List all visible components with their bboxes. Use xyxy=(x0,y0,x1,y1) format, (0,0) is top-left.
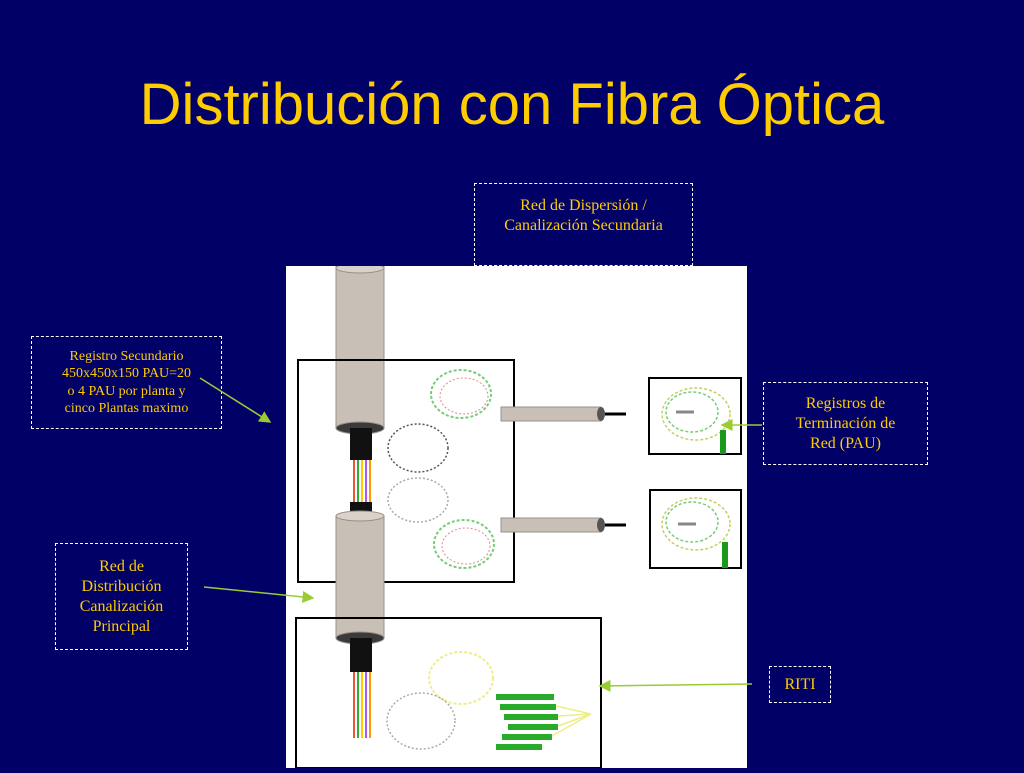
label-registro-secundario: Registro Secundario 450x450x150 PAU=20 o… xyxy=(31,336,222,429)
fiber-coils-upper xyxy=(387,369,495,569)
label-line: Canalización Secundaria xyxy=(504,217,663,234)
label-line: o 4 PAU por planta y xyxy=(67,383,186,399)
fiber-coils-riti xyxy=(386,651,494,750)
label-registros-pau: Registros de Terminación de Red (PAU) xyxy=(763,382,928,465)
fiber-diagram xyxy=(286,262,747,769)
label-line: Red (PAU) xyxy=(810,434,881,452)
label-riti: RITI xyxy=(769,666,831,703)
fiber-diagram-drawing xyxy=(295,262,742,769)
label-line: cinco Plantas maximo xyxy=(64,401,189,416)
label-line: Distribución xyxy=(81,577,162,595)
page-title: Distribución con Fibra Óptica xyxy=(139,72,885,137)
splice-connectors xyxy=(496,694,592,750)
registro-secundario-box xyxy=(297,359,515,583)
label-line: Canalización xyxy=(79,597,164,615)
label-red-distribucion: Red de Distribución Canalización Princip… xyxy=(55,543,188,650)
label-line: 450x450x150 PAU=20 xyxy=(61,366,192,381)
pau-box-upper xyxy=(648,377,742,455)
label-red-dispersion: Red de Dispersión / Canalización Secunda… xyxy=(474,183,693,266)
label-line: Registro Secundario xyxy=(69,348,184,364)
label-line: Red de Dispersión / xyxy=(520,197,647,214)
label-line: Terminación de xyxy=(795,414,896,432)
label-line: RITI xyxy=(784,675,816,693)
fiber-bundle-upper xyxy=(350,428,372,512)
fiber-bundle-riti xyxy=(350,638,372,738)
upper-conduit xyxy=(335,262,385,435)
label-line: Principal xyxy=(92,617,151,635)
pau-box-lower xyxy=(649,489,742,569)
lower-conduit xyxy=(335,510,385,645)
label-line: Red de xyxy=(99,557,144,575)
secondary-conduits xyxy=(500,406,626,533)
label-line: Registros de xyxy=(805,394,886,412)
